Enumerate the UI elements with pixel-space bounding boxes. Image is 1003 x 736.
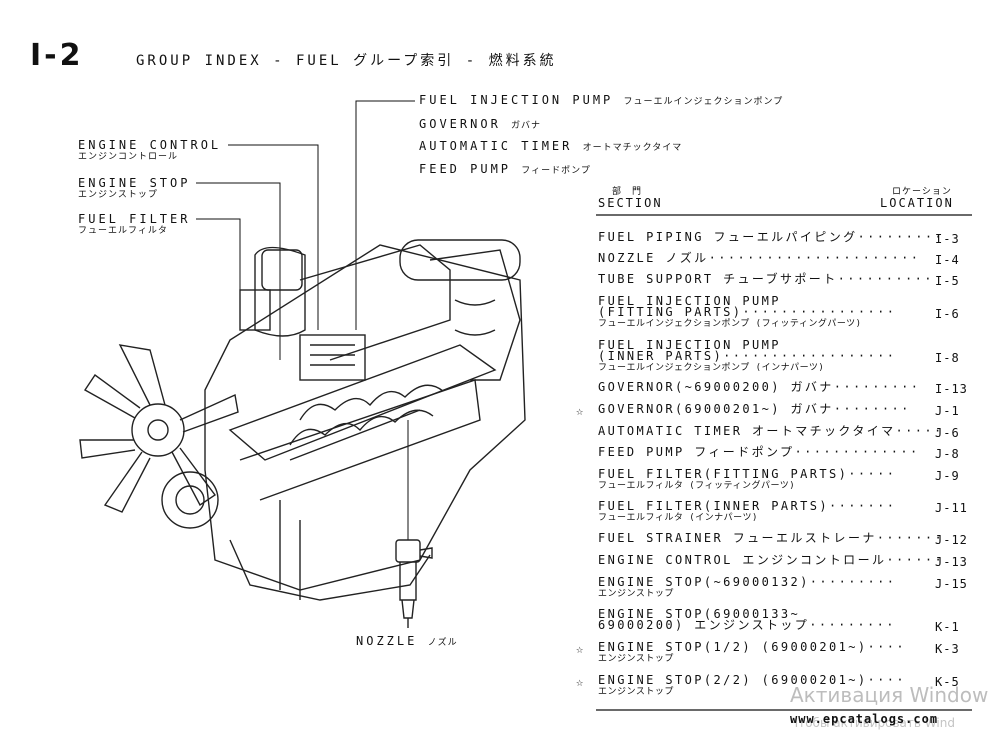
- toc-row[interactable]: FUEL INJECTION PUMP (INNER PARTS)·······…: [598, 338, 897, 373]
- toc-row-title: FEED PUMP フィードポンプ·············: [598, 445, 920, 459]
- toc-row-title: ENGINE STOP(1/2) (69000201~)····: [598, 640, 906, 654]
- toc-row-title: FUEL INJECTION PUMP: [598, 294, 781, 308]
- callout-governor: GOVERNOR ガバナ: [419, 117, 542, 132]
- toc-row-title: FUEL FILTER(INNER PARTS)·······: [598, 499, 897, 513]
- toc-row-jp: フューエルフィルタ (インナパーツ): [598, 513, 758, 523]
- revision-star-icon: ☆: [576, 404, 584, 418]
- toc-row-jp: エンジンストップ: [598, 654, 674, 664]
- leader-fuel-injection-pump: [355, 100, 415, 330]
- activation-watermark: Активация Window: [790, 683, 989, 707]
- toc-row-title: TUBE SUPPORT チューブサポート··········: [598, 272, 934, 286]
- engine-drawing: [79, 239, 526, 628]
- activation-watermark-sub: Чтобы активировать Wind: [790, 716, 955, 730]
- toc-row[interactable]: GOVERNOR(69000201~) ガバナ········: [598, 402, 911, 416]
- toc-row-title: ENGINE STOP(2/2) (69000201~)····: [598, 673, 906, 687]
- page-title: GROUP INDEX - FUEL グループ索引 - 燃料系統: [136, 53, 557, 69]
- toc-row[interactable]: ENGINE STOP(69000133~ 69000200) エンジンストップ…: [598, 607, 896, 632]
- toc-row[interactable]: FUEL PIPING フューエルパイピング·········: [598, 230, 945, 244]
- callout-nozzle: NOZZLE ノズル: [356, 634, 458, 649]
- toc-row-location[interactable]: J-12: [935, 533, 968, 547]
- callout-engine-control: ENGINE CONTROL エンジンコントロール: [78, 138, 222, 163]
- toc-row[interactable]: FUEL FILTER(INNER PARTS)·······フューエルフィルタ…: [598, 499, 897, 523]
- toc-row-title: ENGINE STOP(69000133~: [598, 607, 801, 621]
- toc-row-title: ENGINE STOP(~69000132)·········: [598, 575, 897, 589]
- toc-row-location[interactable]: I-6: [935, 307, 960, 321]
- callout-fuel-injection-pump: FUEL INJECTION PUMP フューエルインジェクションポンプ: [419, 93, 784, 108]
- toc-row[interactable]: AUTOMATIC TIMER オートマチックタイマ·····: [598, 424, 944, 438]
- toc-section-header: 部 門 SECTION: [598, 187, 663, 210]
- callout-feed-pump: FEED PUMP フィードポンプ: [419, 162, 591, 177]
- toc-row-location[interactable]: J-13: [935, 555, 968, 569]
- toc-row-jp: エンジンストップ: [598, 589, 674, 599]
- toc-row-location[interactable]: J-11: [935, 501, 968, 515]
- callout-fuel-filter: FUEL FILTER フューエルフィルタ: [78, 212, 191, 237]
- leader-engine-stop: [196, 182, 281, 360]
- toc-row[interactable]: GOVERNOR(~69000200) ガバナ·········: [598, 380, 921, 394]
- toc-row-location[interactable]: I-8: [935, 351, 960, 365]
- toc-row[interactable]: ENGINE STOP(1/2) (69000201~)····エンジンストップ: [598, 640, 906, 664]
- toc-row-location[interactable]: J-6: [935, 426, 960, 440]
- callout-automatic-timer: AUTOMATIC TIMER オートマチックタイマ: [419, 139, 683, 154]
- toc-row-jp: フューエルインジェクションポンプ (インナパーツ): [598, 363, 825, 373]
- revision-star-icon: ☆: [576, 675, 584, 689]
- toc-row-title: FUEL FILTER(FITTING PARTS)·····: [598, 467, 897, 481]
- toc-row-location[interactable]: K-5: [935, 675, 960, 689]
- toc-row-title: FUEL PIPING フューエルパイピング·········: [598, 230, 945, 244]
- toc-row-location[interactable]: J-1: [935, 404, 960, 418]
- toc-row-location[interactable]: J-8: [935, 447, 960, 461]
- toc-row-location[interactable]: J-9: [935, 469, 960, 483]
- toc-row-jp: エンジンストップ: [598, 687, 674, 697]
- toc-row-location[interactable]: I-3: [935, 232, 960, 246]
- toc-row[interactable]: FUEL INJECTION PUMP (FITTING PARTS)·····…: [598, 294, 897, 329]
- toc-row-location[interactable]: I-5: [935, 274, 960, 288]
- leader-fuel-filter: [196, 218, 241, 300]
- revision-star-icon: ☆: [576, 642, 584, 656]
- toc-row-title-cont: 69000200) エンジンストップ·········: [598, 618, 896, 632]
- toc-row-location[interactable]: I-13: [935, 382, 968, 396]
- toc-row-title: GOVERNOR(69000201~) ガバナ········: [598, 402, 911, 416]
- toc-row-title: FUEL STRAINER フューエルストレーナ·······: [598, 531, 945, 545]
- toc-row-title-cont: (FITTING PARTS)················: [598, 305, 897, 319]
- toc-row[interactable]: ENGINE STOP(2/2) (69000201~)····エンジンストップ: [598, 673, 906, 697]
- toc-row[interactable]: ENGINE STOP(~69000132)·········エンジンストップ: [598, 575, 897, 599]
- toc-row-location[interactable]: K-1: [935, 620, 960, 634]
- leader-engine-control: [228, 144, 319, 330]
- callout-engine-stop: ENGINE STOP エンジンストップ: [78, 176, 191, 201]
- toc-row[interactable]: FUEL STRAINER フューエルストレーナ·······: [598, 531, 945, 545]
- toc-location-header: ロケーション LOCATION: [880, 187, 954, 210]
- toc-row[interactable]: FEED PUMP フィードポンプ·············: [598, 445, 920, 459]
- toc-row-title: ENGINE CONTROL エンジンコントロール······: [598, 553, 945, 567]
- page-number: I-2: [30, 38, 84, 73]
- toc-row[interactable]: TUBE SUPPORT チューブサポート··········: [598, 272, 934, 286]
- toc-row-jp: フューエルインジェクションポンプ (フィッティングパーツ): [598, 319, 862, 329]
- toc-row[interactable]: FUEL FILTER(FITTING PARTS)·····フューエルフィルタ…: [598, 467, 897, 491]
- toc-row-location[interactable]: J-15: [935, 577, 968, 591]
- toc-row-location[interactable]: K-3: [935, 642, 960, 656]
- toc-row-title: AUTOMATIC TIMER オートマチックタイマ·····: [598, 424, 944, 438]
- toc-row-title: NOZZLE ノズル······················: [598, 251, 921, 265]
- toc-row-title: GOVERNOR(~69000200) ガバナ·········: [598, 380, 921, 394]
- toc-row-location[interactable]: I-4: [935, 253, 960, 267]
- toc-row-title: FUEL INJECTION PUMP: [598, 338, 781, 352]
- toc-row-jp: フューエルフィルタ (フィッティングパーツ): [598, 481, 796, 491]
- site-url[interactable]: www.epcatalogs.com: [790, 712, 939, 726]
- toc-row[interactable]: ENGINE CONTROL エンジンコントロール······: [598, 553, 945, 567]
- toc-row[interactable]: NOZZLE ノズル······················: [598, 251, 921, 265]
- toc-row-title-cont: (INNER PARTS)··················: [598, 349, 897, 363]
